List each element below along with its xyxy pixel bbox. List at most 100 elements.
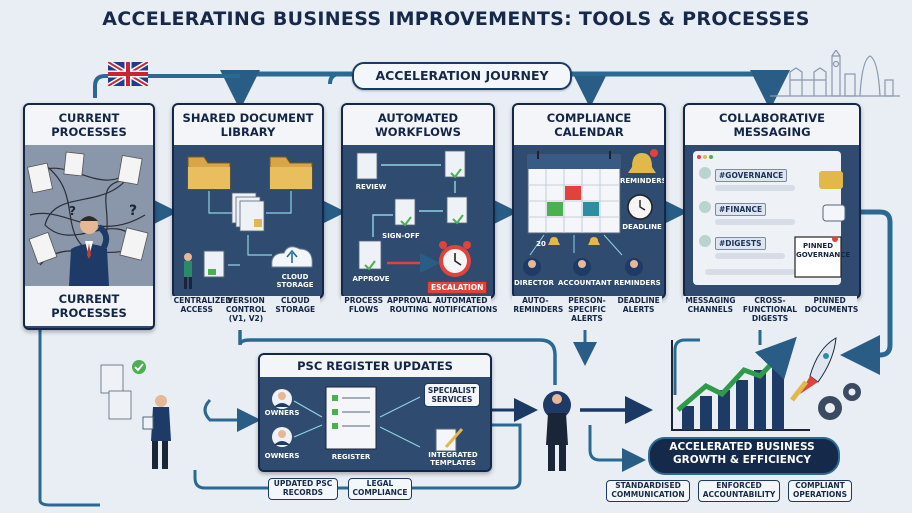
panel-shared-document-library: SHARED DOCUMENT LIBRARY <box>172 103 324 299</box>
outcome-box <box>648 437 840 475</box>
uk-flag-icon <box>108 62 148 86</box>
psc-illustration <box>272 386 464 452</box>
journey-arrow-left <box>220 70 352 110</box>
workflow-features: PROCESS FLOWS APPROVAL ROUTING AUTOMATED… <box>341 296 498 320</box>
svg-text:?: ? <box>129 203 137 219</box>
register-document-icon <box>325 386 377 450</box>
folder-icon <box>187 156 231 190</box>
arrow-psc-in <box>238 330 557 385</box>
speech-bubble-icon <box>819 171 846 222</box>
panel-calendar-title: COMPLIANCE CALENDAR <box>514 105 664 145</box>
arrow-up-right <box>673 338 700 395</box>
workflow-illustration <box>356 150 471 277</box>
alarm-clock-icon <box>439 241 471 277</box>
library-features: CENTRALIZED ACCESS VERSION CONTROL (V1, … <box>172 296 320 323</box>
panel-current-processes: CURRENT PROCESSES ? ? <box>23 103 155 330</box>
feature-deadline-alerts: DEADLINE ALERTS <box>617 296 660 314</box>
role-accountant: ACCOUNTANT <box>558 279 612 287</box>
page-title: ACCELERATING BUSINESS IMPROVEMENTS: TOOL… <box>102 8 810 30</box>
journey-arrow-right <box>568 70 790 110</box>
rocket-icon <box>790 337 837 402</box>
feature-auto-reminders: AUTO-REMINDERS <box>513 296 564 314</box>
outcome-standardised-communication: STANDARDISED COMMUNICATION <box>606 480 690 502</box>
outcome-enforced-accountability: ENFORCED ACCOUNTABILITY <box>698 480 780 502</box>
legal-compliance-label: LEGAL COMPLIANCE <box>348 478 412 500</box>
integrated-templates-label: INTEGRATED TEMPLATES <box>428 451 478 467</box>
london-skyline-icon <box>770 50 900 97</box>
folder-icon-right <box>269 156 313 190</box>
calendar-day: 20 <box>536 240 546 248</box>
calendar-illustration <box>523 149 658 276</box>
feature-cloud-storage: CLOUD STORAGE <box>275 296 316 314</box>
arrow-down-left <box>38 330 100 507</box>
acceleration-journey-label: ACCELERATION JOURNEY <box>352 62 572 90</box>
calendar-features: AUTO-REMINDERS PERSON-SPECIFIC ALERTS DE… <box>512 296 662 323</box>
panel-current-footer: CURRENT PROCESSES <box>25 286 153 326</box>
feature-version-control: VERSION CONTROL (V1, V2) <box>225 296 267 323</box>
feature-messaging-channels: MESSAGING CHANNELS <box>685 296 736 314</box>
edit-template-icon <box>435 428 464 452</box>
panel-compliance-calendar: COMPLIANCE CALENDAR <box>512 103 666 299</box>
messaging-illustration <box>697 155 846 278</box>
feature-person-specific-alerts: PERSON-SPECIFIC ALERTS <box>568 296 606 323</box>
calendar-deadline-label: DEADLINE <box>622 223 662 231</box>
panel-workflows-title: AUTOMATED WORKFLOWS <box>343 105 493 145</box>
arrow-psc-out <box>193 423 522 490</box>
channel-governance[interactable]: #GOVERNANCE <box>715 169 788 182</box>
panel-current-title: CURRENT PROCESSES <box>25 105 153 145</box>
feature-approval-routing: APPROVAL ROUTING <box>386 296 432 314</box>
escalation-tag: ESCALATION <box>427 281 488 294</box>
owner-label-1: OWNERS <box>264 409 300 417</box>
chat-avatars <box>699 167 711 247</box>
role-reminders: REMINDERS <box>614 279 661 287</box>
messaging-features: MESSAGING CHANNELS CROSS-FUNCTIONAL DIGE… <box>683 296 859 323</box>
channel-digests[interactable]: #DIGESTS <box>715 237 766 250</box>
pinned-document-icon <box>794 236 842 278</box>
feature-pinned-documents: PINNED DOCUMENTS <box>804 296 859 314</box>
pinned-governance-label: PINNED GOVERNANCE <box>796 242 851 259</box>
panel-library-title: SHARED DOCUMENT LIBRARY <box>174 105 322 145</box>
panel-psc-register-updates: PSC REGISTER UPDATES OWNERS OWNERS REGIS… <box>258 353 492 472</box>
workflow-signoff-label: SIGN-OFF <box>382 232 420 240</box>
owner-label-2: OWNERS <box>264 452 300 460</box>
journey-arrow-mid2 <box>328 72 352 85</box>
clock-icon <box>627 194 653 220</box>
arrow-right-down <box>840 209 893 375</box>
feature-cross-functional-digests: CROSS-FUNCTIONAL DIGESTS <box>742 296 798 323</box>
updated-psc-records-label: UPDATED PSC RECORDS <box>268 478 338 500</box>
arrow-psc-left <box>203 398 261 432</box>
panel-collaborative-messaging: COLLABORATIVE MESSAGING #GOVERNANCE #FIN… <box>683 103 861 299</box>
bell-icon <box>628 149 658 173</box>
feature-automated-notifications: AUTOMATED NOTIFICATIONS <box>432 296 498 314</box>
gear-icon <box>818 383 861 420</box>
register-label: REGISTER <box>331 453 371 461</box>
channel-finance[interactable]: #FINANCE <box>715 203 767 216</box>
outcome-compliant-operations: COMPLIANT OPERATIONS <box>788 480 852 502</box>
panel-messaging-title: COLLABORATIVE MESSAGING <box>685 105 859 145</box>
workflow-approve-label: APPROVE <box>352 275 390 283</box>
tangled-process-illustration: ? ? <box>27 151 149 286</box>
library-illustration <box>184 156 313 289</box>
document-handoff-illustration <box>100 360 171 469</box>
feature-centralized-access: CENTRALIZED ACCESS <box>173 296 232 314</box>
owner-avatars <box>272 389 292 447</box>
svg-text:?: ? <box>69 204 76 218</box>
panel-automated-workflows: AUTOMATED WORKFLOWS REVIEW SIGN-OFF <box>341 103 495 299</box>
arrow-bottom-loop <box>588 425 646 472</box>
outcome-title: ACCELERATED BUSINESS GROWTH & EFFICIENCY <box>669 441 815 466</box>
cloud-storage-icon <box>271 246 313 268</box>
cloud-storage-label: CLOUD STORAGE <box>276 273 314 289</box>
role-director: DIRECTOR <box>514 279 554 287</box>
specialist-services-label: SPECIALIST SERVICES <box>424 383 480 407</box>
growth-rocket-illustration <box>671 336 861 431</box>
journey-arrow-mid <box>568 72 606 108</box>
calendar-icon <box>527 151 621 234</box>
role-avatars <box>523 258 643 276</box>
journey-arrow-start <box>93 74 240 98</box>
feature-process-flows: PROCESS FLOWS <box>344 296 384 314</box>
calendar-reminders-label: REMINDERS <box>620 177 666 185</box>
central-person-illustration <box>543 391 571 471</box>
panel-psc-title: PSC REGISTER UPDATES <box>260 355 490 377</box>
workflow-review-label: REVIEW <box>355 183 387 191</box>
